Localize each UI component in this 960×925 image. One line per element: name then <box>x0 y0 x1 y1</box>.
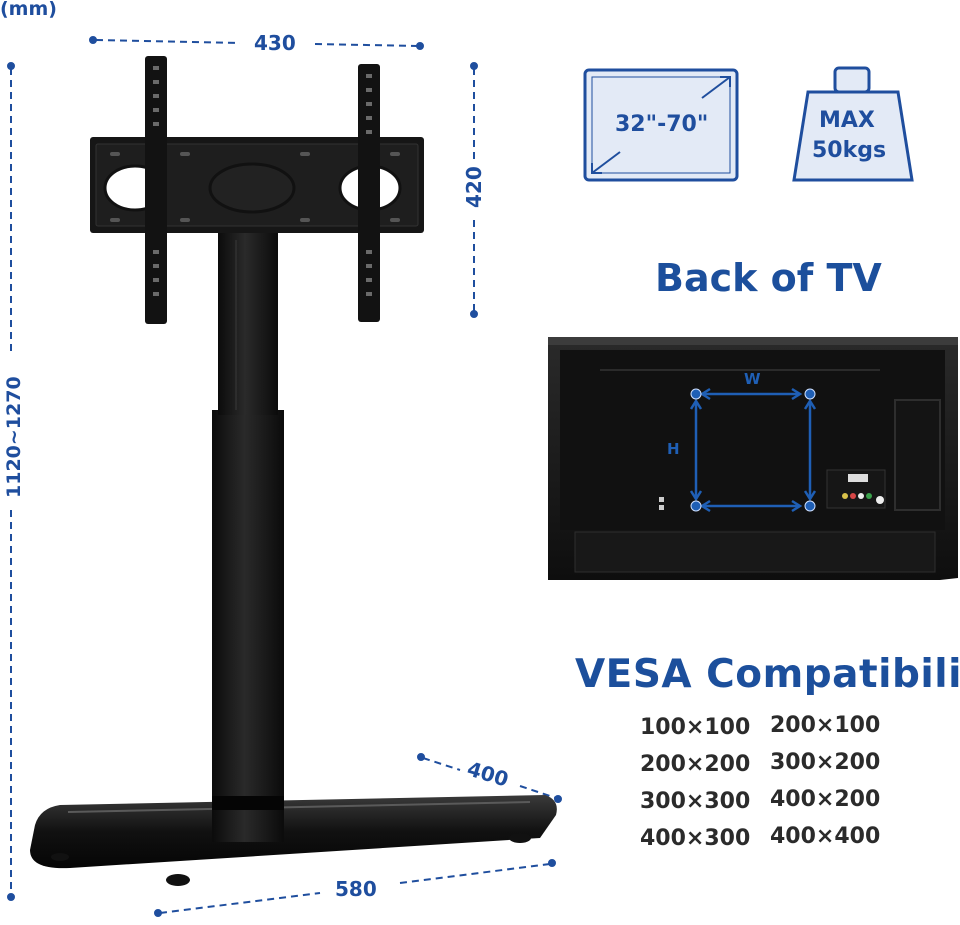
vesa-size-item: 400×300 <box>640 826 751 851</box>
vesa-size-item: 200×200 <box>640 752 751 777</box>
vesa-arms <box>145 56 380 324</box>
dimension-420 <box>470 62 478 318</box>
screen-size-label: 32"-70" <box>615 112 709 137</box>
dimension-580-label: 580 <box>335 877 377 901</box>
dimension-420-label: 420 <box>462 166 486 208</box>
tv-stand <box>30 56 557 886</box>
vesa-size-item: 100×100 <box>640 715 751 740</box>
vesa-size-item: 200×100 <box>770 713 881 738</box>
dimension-430 <box>89 36 424 50</box>
dimension-height-label: 1120~1270 <box>3 376 25 498</box>
vesa-size-item: 300×300 <box>640 789 751 814</box>
dimension-total-height <box>7 62 15 901</box>
tv-back <box>548 337 958 580</box>
upper-pole <box>218 230 278 415</box>
back-of-tv-title: Back of TV <box>655 256 882 300</box>
dimension-400 <box>417 753 562 803</box>
lower-pole <box>212 410 284 842</box>
vesa-width-label: W <box>744 370 761 388</box>
vesa-title: VESA Compatibility <box>575 652 960 697</box>
vesa-height-label: H <box>667 440 680 458</box>
max-load-value: 50kgs <box>812 138 887 163</box>
weight-icon <box>792 66 914 182</box>
dimension-580 <box>154 859 556 917</box>
vesa-size-item: 400×200 <box>770 787 881 812</box>
unit-label: (mm) <box>0 0 57 20</box>
vesa-pattern <box>689 387 817 513</box>
vesa-size-item: 300×200 <box>770 750 881 775</box>
dimension-430-label: 430 <box>254 31 296 55</box>
vesa-size-item: 400×400 <box>770 824 881 849</box>
max-load-label: MAX <box>819 108 875 133</box>
screen-size-badge <box>583 68 739 182</box>
glass-base <box>30 795 557 869</box>
